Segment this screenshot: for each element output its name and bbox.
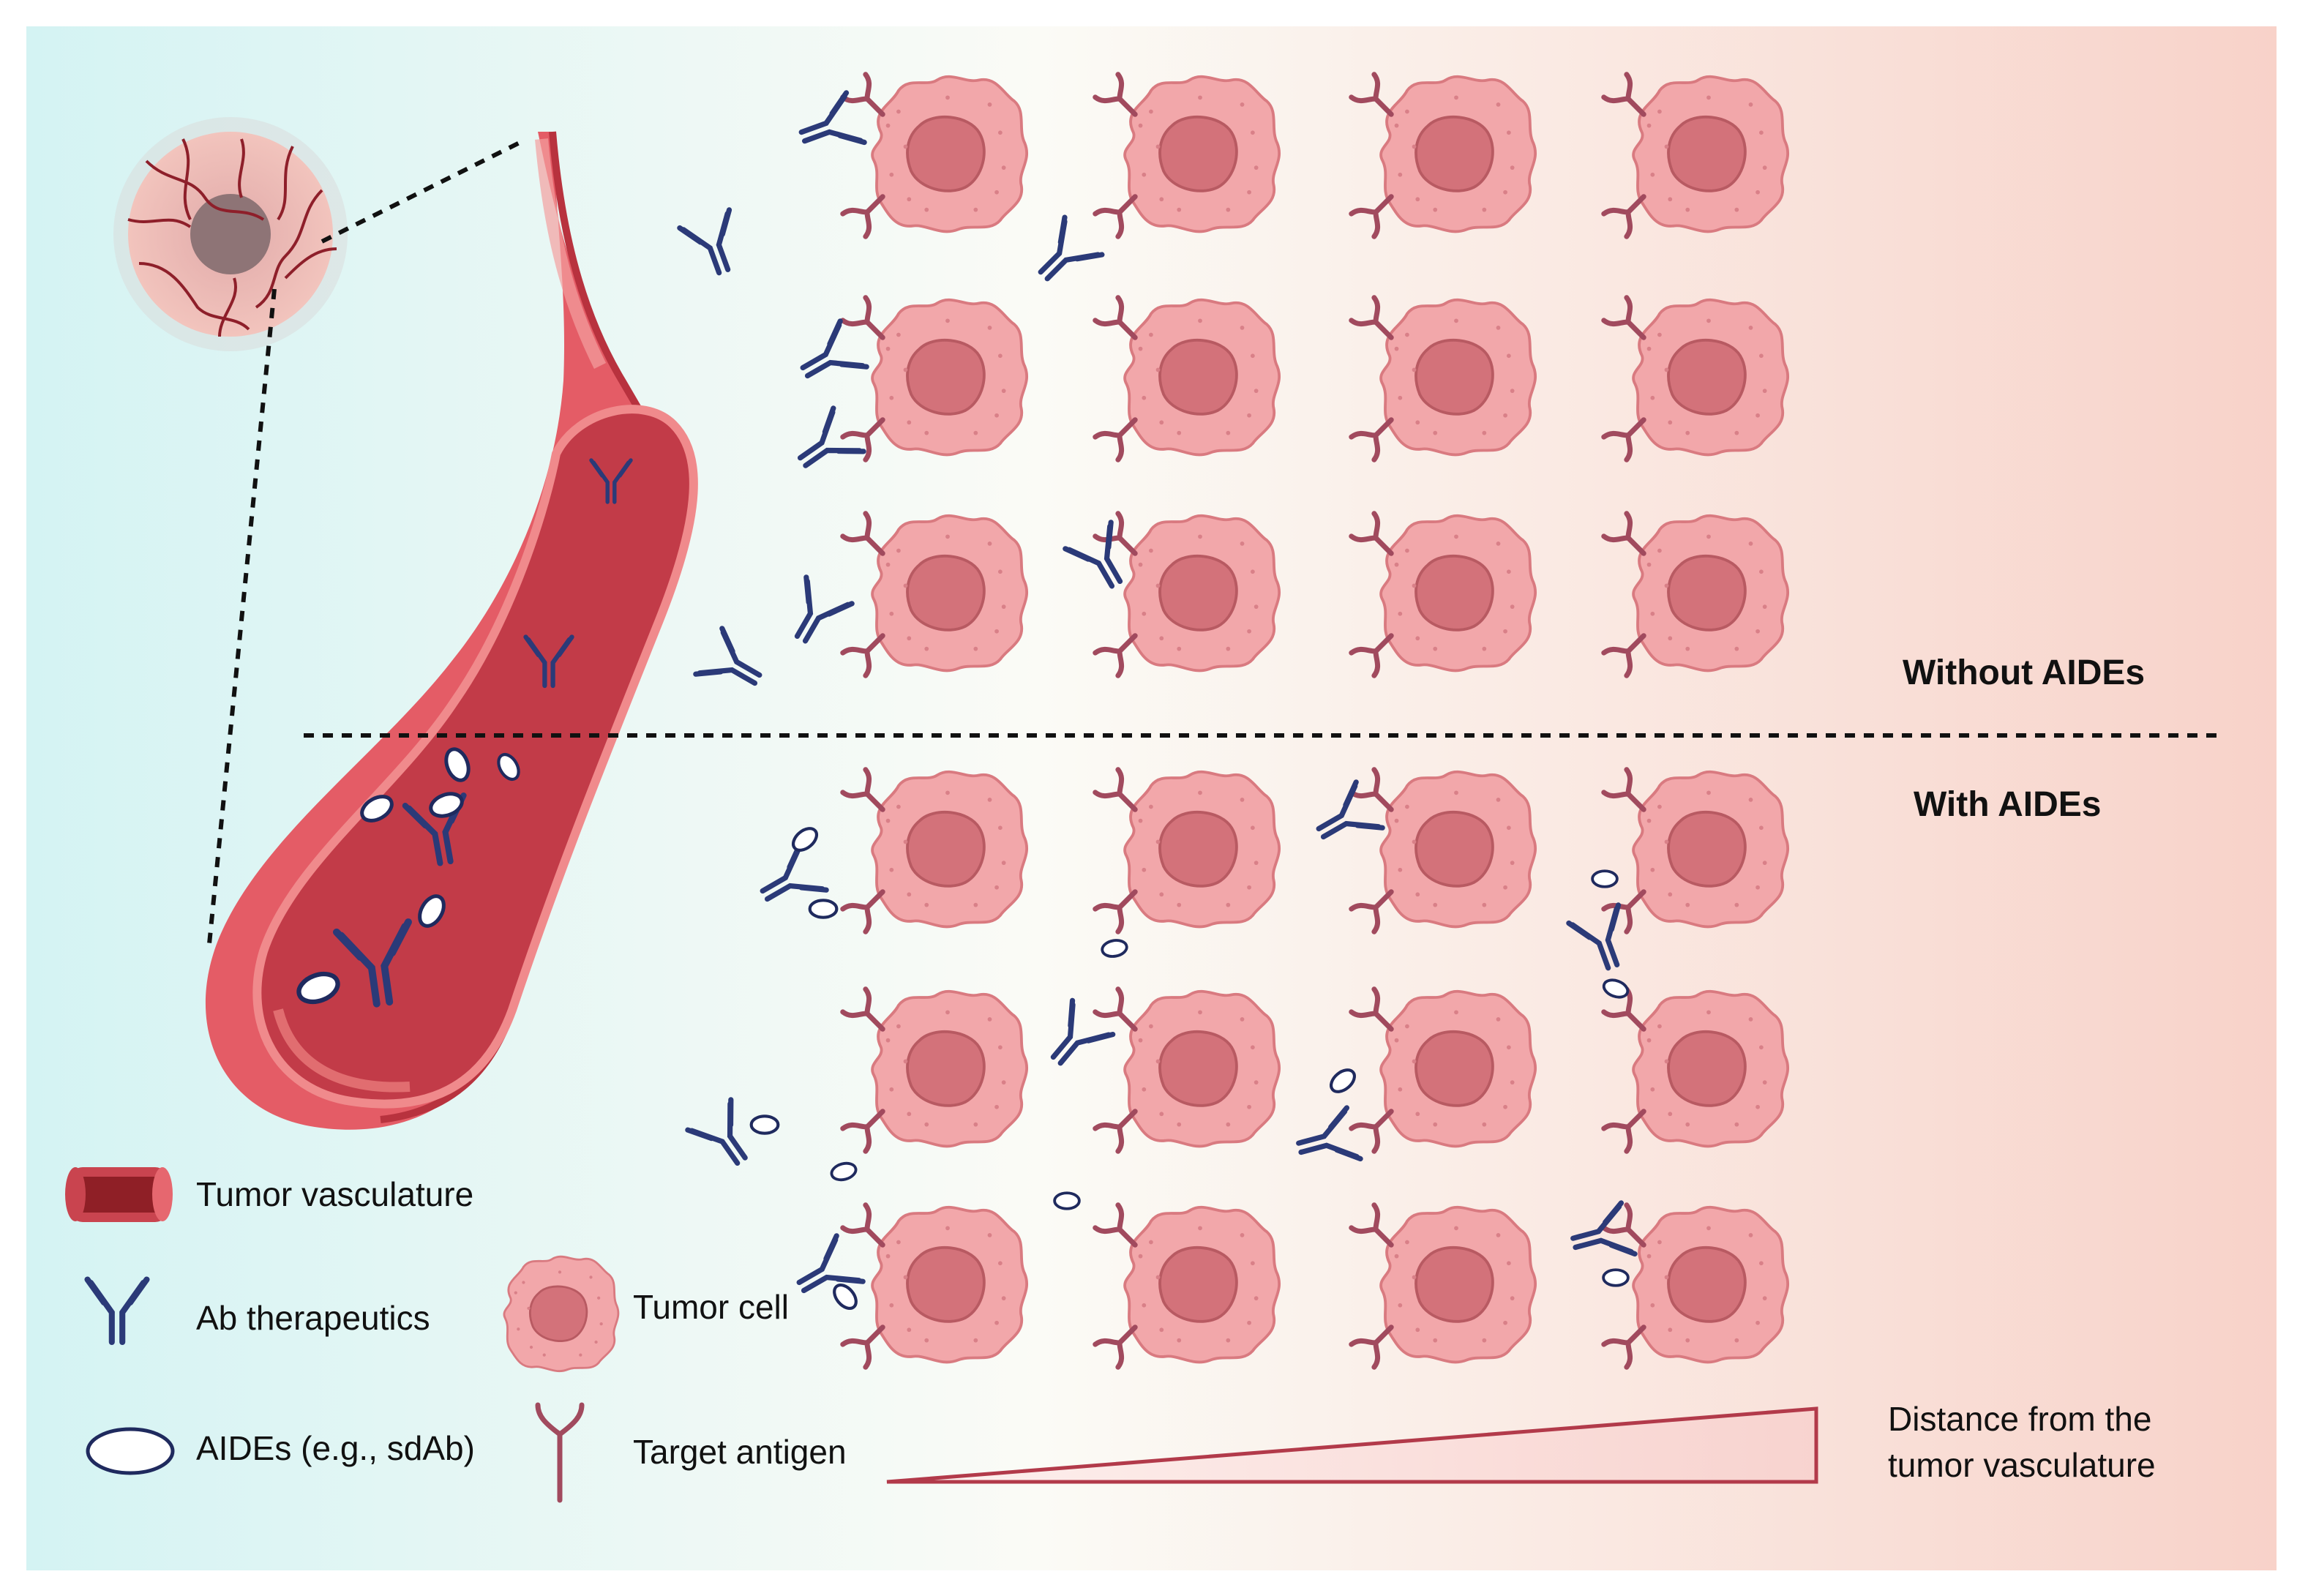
legend-aides-label: AIDEs (e.g., sdAb) [196,1429,475,1467]
label-with-aides: With AIDEs [1914,785,2101,824]
legend-ab-label: Ab therapeutics [196,1299,430,1337]
blood-vessel [205,131,698,1130]
legend-tumor-cell-icon [503,1255,620,1373]
distance-label-line1: Distance from the [1888,1400,2151,1438]
zoom-lines [206,141,521,952]
legend-vasculature-icon [65,1167,173,1222]
legend-aides-icon [86,1427,175,1475]
legend-tumor-cell-label: Tumor cell [633,1288,789,1326]
legend: Tumor vasculature Ab therapeutics AIDEs … [65,1167,847,1503]
legend-antigen-icon [535,1402,585,1503]
distance-label-line2: tumor vasculature [1888,1446,2156,1484]
legend-vasculature-label: Tumor vasculature [196,1175,473,1213]
label-without-aides: Without AIDEs [1903,653,2145,692]
distance-gradient [886,1406,1818,1484]
legend-antigen-label: Target antigen [633,1433,847,1471]
tumor-mass-icon [113,117,348,351]
